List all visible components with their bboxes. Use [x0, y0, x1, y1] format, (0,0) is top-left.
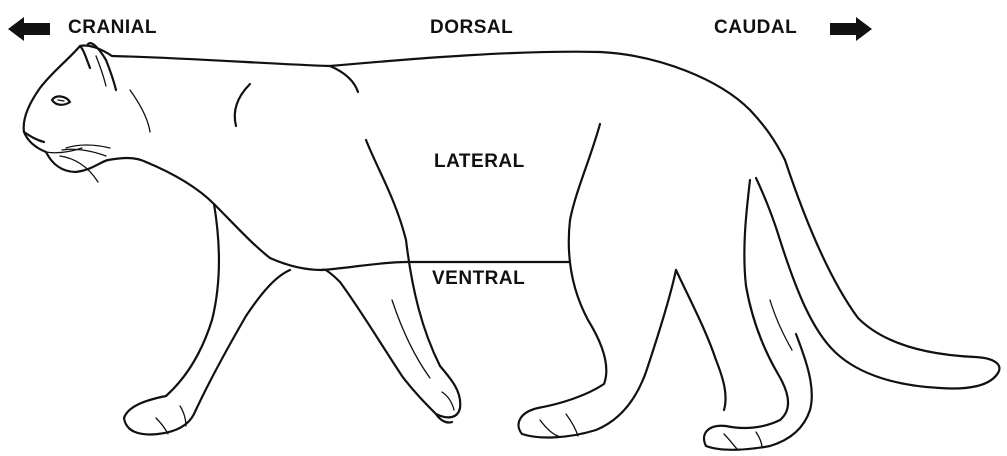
right-arrow-icon — [830, 17, 872, 41]
lateral-label: LATERAL — [434, 151, 525, 173]
ventral-label: VENTRAL — [432, 268, 525, 290]
dorsal-label: DORSAL — [430, 17, 513, 39]
left-arrow-icon — [8, 17, 50, 41]
cougar-outline — [24, 43, 1000, 450]
caudal-label: CAUDAL — [714, 17, 797, 39]
cranial-label: CRANIAL — [68, 17, 157, 39]
